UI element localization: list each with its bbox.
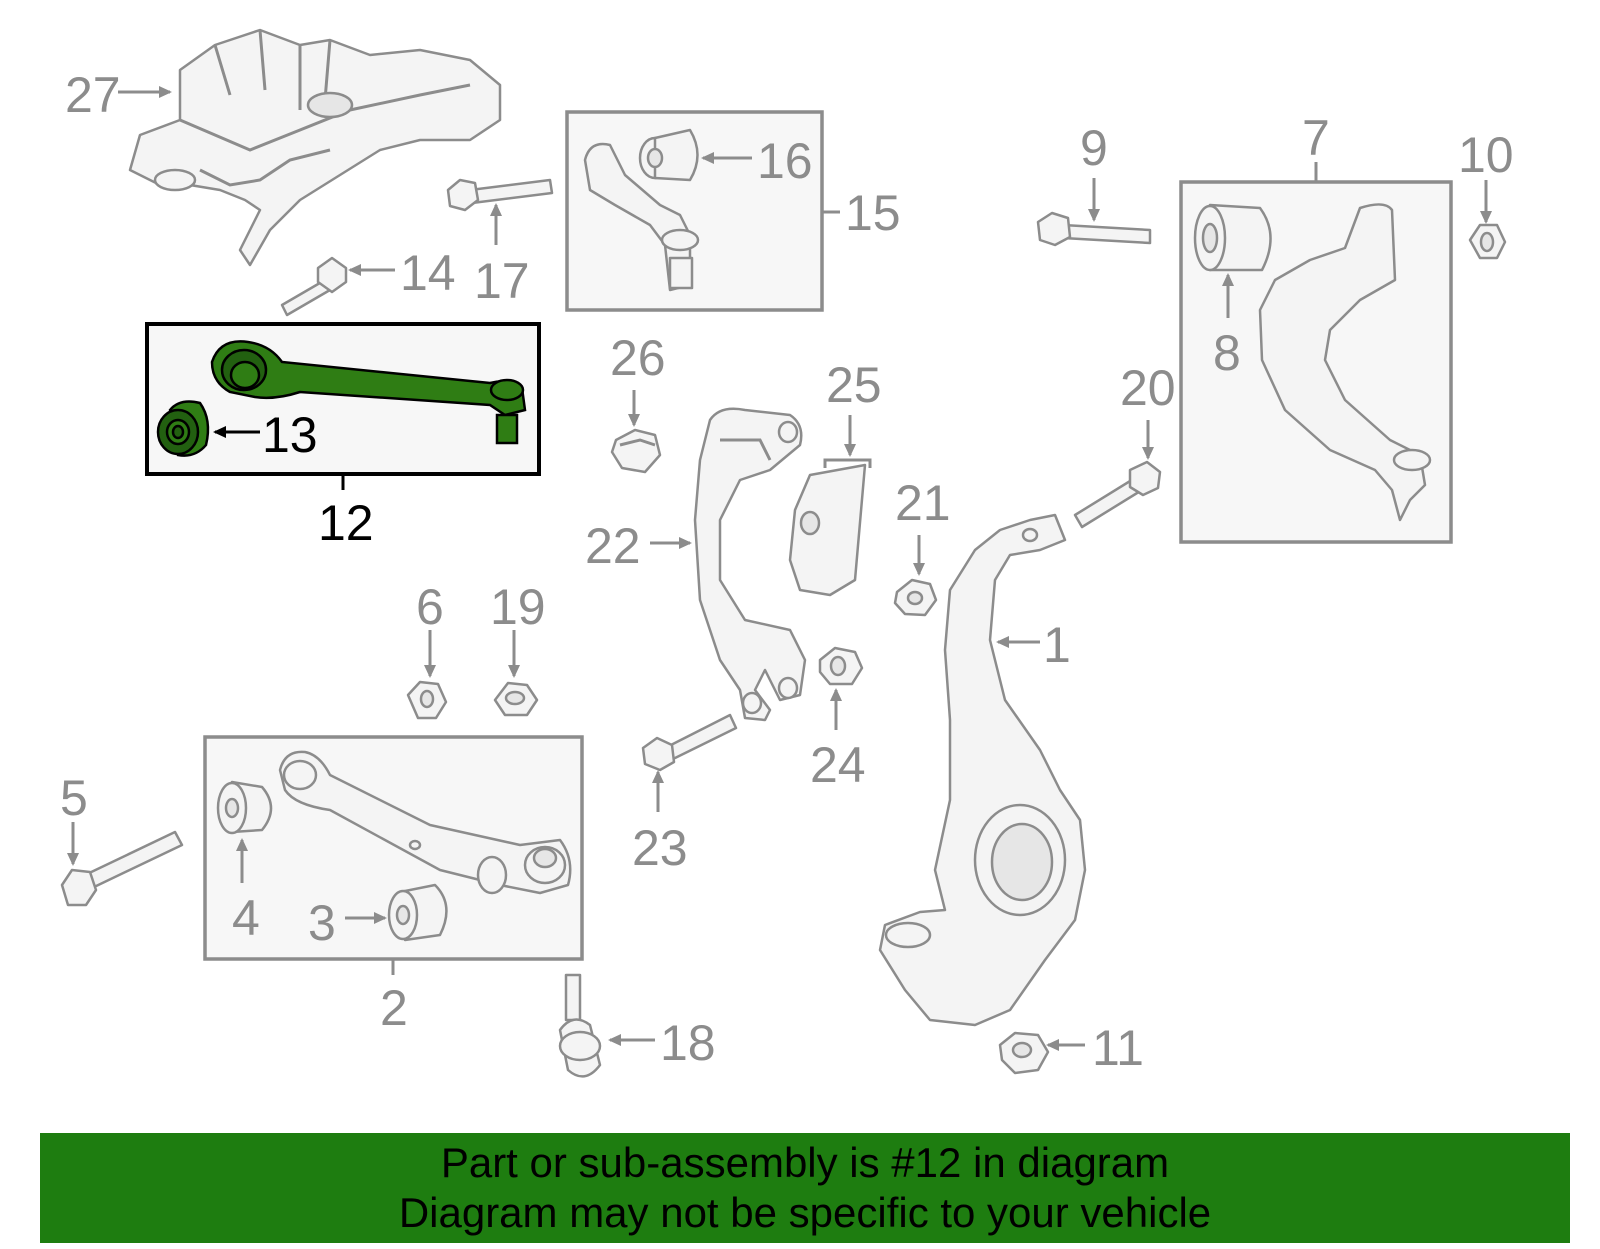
- label-20: 20: [1120, 360, 1176, 416]
- label-23: 23: [632, 820, 688, 876]
- banner-line-1: Part or sub-assembly is #12 in diagram: [440, 1139, 1170, 1186]
- ball-joint-18[interactable]: [558, 973, 602, 1078]
- nut-26[interactable]: [610, 428, 662, 474]
- bolt-14[interactable]: [280, 256, 348, 317]
- bolt-17[interactable]: [446, 178, 554, 212]
- banner-line-2: Diagram may not be specific to your vehi…: [398, 1189, 1212, 1236]
- label-13: 13: [262, 407, 318, 463]
- label-9: 9: [1080, 120, 1108, 176]
- label-16: 16: [757, 133, 813, 189]
- lower-arm-7[interactable]: [1258, 203, 1432, 522]
- bracket-22[interactable]: [693, 407, 807, 722]
- subframe-27[interactable]: [128, 28, 502, 267]
- nut-19[interactable]: [493, 681, 539, 717]
- nut-24[interactable]: [818, 646, 864, 686]
- label-11: 11: [1092, 1020, 1144, 1076]
- bolt-23[interactable]: [641, 713, 738, 772]
- shield-25[interactable]: [788, 458, 872, 597]
- label-12: 12: [318, 495, 374, 551]
- label-6: 6: [416, 579, 444, 635]
- label-1: 1: [1043, 617, 1071, 673]
- label-14: 14: [400, 245, 456, 301]
- bushing-8[interactable]: [1193, 203, 1272, 272]
- label-8: 8: [1213, 325, 1241, 381]
- nut-6[interactable]: [406, 680, 448, 720]
- label-15: 15: [845, 185, 901, 241]
- label-3: 3: [308, 895, 336, 951]
- label-18: 18: [660, 1015, 716, 1071]
- bolt-9[interactable]: [1036, 211, 1152, 247]
- bushing-16[interactable]: [638, 128, 699, 182]
- lower-link-2[interactable]: [278, 750, 572, 895]
- label-10: 10: [1458, 127, 1514, 183]
- label-7: 7: [1302, 110, 1330, 166]
- label-21: 21: [895, 475, 951, 531]
- bushing-4[interactable]: [216, 780, 273, 835]
- nut-11[interactable]: [998, 1031, 1050, 1075]
- control-arm-12[interactable]: [210, 340, 527, 445]
- label-19: 19: [490, 579, 546, 635]
- label-26: 26: [610, 330, 666, 386]
- nut-10[interactable]: [1468, 223, 1507, 260]
- info-banner: Part or sub-assembly is #12 in diagram D…: [40, 1133, 1570, 1243]
- label-25: 25: [826, 357, 882, 413]
- bushing-13[interactable]: [156, 400, 210, 457]
- upper-link-15[interactable]: [583, 142, 700, 292]
- nut-21[interactable]: [893, 578, 938, 617]
- label-2: 2: [380, 980, 408, 1036]
- bushing-3[interactable]: [387, 883, 448, 942]
- label-17: 17: [474, 253, 530, 309]
- label-27: 27: [65, 67, 121, 123]
- bolt-20[interactable]: [1073, 460, 1162, 529]
- label-24: 24: [810, 737, 866, 793]
- label-22: 22: [585, 518, 641, 574]
- label-4: 4: [232, 890, 260, 946]
- label-5: 5: [60, 770, 88, 826]
- knuckle-1[interactable]: [878, 513, 1087, 1027]
- bolt-5[interactable]: [60, 830, 184, 907]
